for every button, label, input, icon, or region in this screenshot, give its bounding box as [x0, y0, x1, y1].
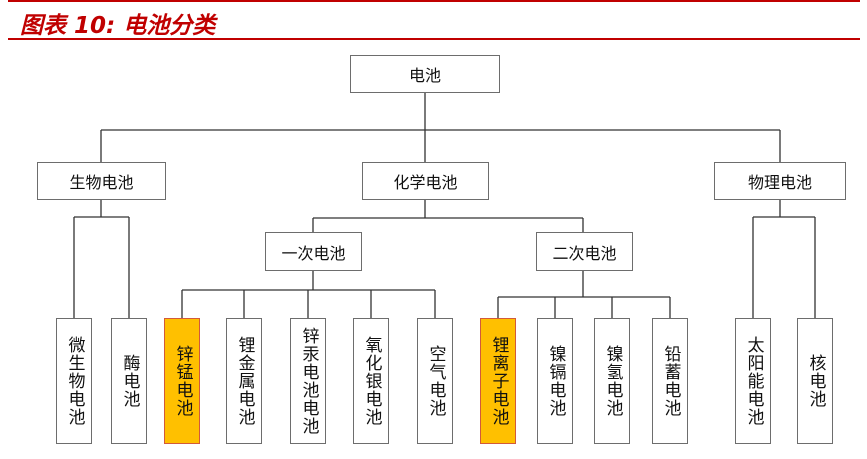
node-zinc-manganese-battery: 锌锰电池 [164, 318, 200, 444]
node-solar-battery: 太阳能电池 [735, 318, 771, 444]
node-nickel-hydrogen-battery: 镍氢电池 [594, 318, 630, 444]
node-secondary-battery: 二次电池 [536, 232, 633, 271]
node-enzyme-battery: 酶电池 [111, 318, 147, 444]
figure-header: 图表 10: 电池分类 [0, 0, 867, 40]
node-silver-oxide-battery: 氧化银电池 [353, 318, 389, 444]
node-chemical-battery: 化学电池 [362, 162, 489, 200]
node-bio-battery: 生物电池 [37, 162, 166, 200]
node-primary-battery: 一次电池 [265, 232, 362, 271]
node-zinc-mercury-battery: 锌汞电池电池 [290, 318, 326, 444]
node-battery-root: 电池 [350, 55, 500, 93]
header-top-rule [8, 0, 860, 2]
node-nickel-cadmium-battery: 镍镉电池 [537, 318, 573, 444]
header-bottom-rule [8, 38, 860, 40]
node-microbial-battery: 微生物电池 [56, 318, 92, 444]
node-air-battery: 空气电池 [417, 318, 453, 444]
figure-title: 图表 10: 电池分类 [20, 13, 216, 39]
node-lithium-ion-battery: 锂离子电池 [480, 318, 516, 444]
node-lithium-metal-battery: 锂金属电池 [226, 318, 262, 444]
node-physical-battery: 物理电池 [714, 162, 846, 200]
node-nuclear-battery: 核电池 [797, 318, 833, 444]
node-lead-acid-battery: 铅蓄电池 [652, 318, 688, 444]
